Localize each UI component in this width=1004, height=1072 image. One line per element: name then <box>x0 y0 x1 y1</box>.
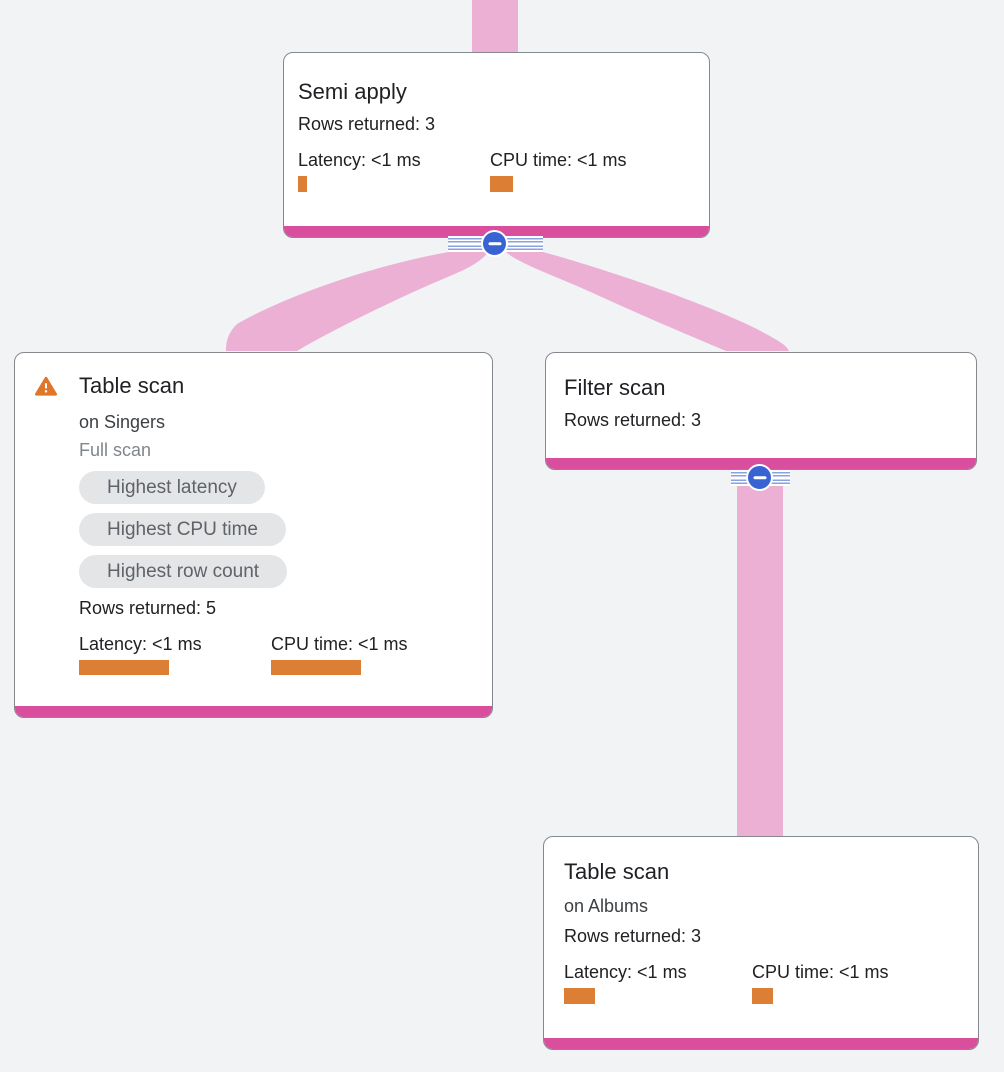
badge-highest-row-count: Highest row count <box>79 555 288 588</box>
node-cost-bar <box>15 706 492 717</box>
plan-node-semi-apply[interactable]: Semi apply Rows returned: 3 Latency: <1 … <box>283 52 710 238</box>
warning-icon <box>35 376 57 396</box>
cpu-time-label: CPU time: <1 ms <box>752 962 889 982</box>
node-title: Semi apply <box>298 79 407 104</box>
latency-bar <box>79 660 169 675</box>
collapse-button-semi-apply[interactable] <box>481 230 508 257</box>
cpu-time-label: CPU time: <1 ms <box>271 634 408 654</box>
node-cost-bar <box>544 1038 978 1049</box>
plan-node-filter-scan[interactable]: Filter scan Rows returned: 3 <box>545 352 977 470</box>
badge-highest-latency: Highest latency <box>79 471 265 504</box>
collapse-minus-icon <box>753 475 766 480</box>
latency-label: Latency: <1 ms <box>298 150 421 170</box>
node-subtitle: on Singers <box>79 412 166 432</box>
node-cost-bar <box>546 458 976 469</box>
collapse-button-filter-scan[interactable] <box>746 464 773 491</box>
latency-label: Latency: <1 ms <box>564 962 687 982</box>
node-title: Table scan <box>564 859 670 884</box>
edge-parent-to-semi-apply <box>472 0 518 54</box>
rows-returned: Rows returned: 3 <box>298 114 436 134</box>
node-subtitle: on Albums <box>564 896 649 916</box>
rows-returned: Rows returned: 5 <box>79 598 217 618</box>
node-title: Table scan <box>79 373 185 398</box>
edge-semi-apply-to-table-scan-singers <box>226 252 488 351</box>
collapse-minus-icon <box>488 241 501 246</box>
plan-node-table-scan-albums[interactable]: Table scan on Albums Rows returned: 3 La… <box>543 836 979 1050</box>
rows-returned: Rows returned: 3 <box>564 926 702 946</box>
edge-semi-apply-to-filter-scan <box>506 252 789 351</box>
badge-highest-cpu-time: Highest CPU time <box>79 513 286 546</box>
rows-returned: Rows returned: 3 <box>564 410 702 430</box>
latency-bar <box>298 176 307 192</box>
cpu-time-bar <box>271 660 361 675</box>
latency-bar <box>564 988 595 1004</box>
latency-label: Latency: <1 ms <box>79 634 202 654</box>
scan-type-label: Full scan <box>79 440 152 460</box>
edge-filter-scan-to-table-scan-albums <box>737 486 783 837</box>
plan-node-table-scan-singers[interactable]: Table scan on Singers Full scan Highest … <box>14 352 493 718</box>
node-title: Filter scan <box>564 375 666 400</box>
cpu-time-bar <box>752 988 773 1004</box>
cpu-time-bar <box>490 176 513 192</box>
cpu-time-label: CPU time: <1 ms <box>490 150 627 170</box>
